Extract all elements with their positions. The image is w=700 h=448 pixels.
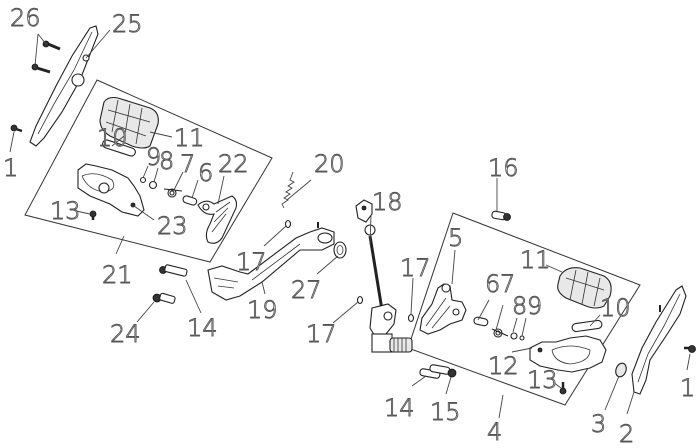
label-19: 19: [247, 296, 278, 324]
footpeg-bracket-22: [197, 195, 238, 244]
label-14-left: 14: [187, 314, 218, 342]
label-26: 26: [10, 4, 41, 32]
circlip-17-upper: [284, 219, 292, 229]
shift-lever-18: [355, 199, 413, 353]
label-23: 23: [157, 212, 188, 240]
label-7-right: 7: [500, 270, 515, 298]
callout-labels: 26 25 1 10 11 9 8 7 6 22 13 23 21 20 17 …: [3, 4, 696, 448]
label-15: 15: [430, 398, 461, 426]
label-11-left: 11: [174, 124, 205, 152]
footrest-bracket-left: [29, 25, 99, 147]
label-24: 24: [110, 320, 141, 348]
label-17-upper: 17: [236, 248, 267, 276]
return-spring-20: [281, 171, 295, 209]
label-16: 16: [488, 154, 519, 182]
footpeg-bracket-5: [419, 283, 467, 335]
label-2: 2: [619, 420, 634, 448]
label-6-left: 6: [198, 159, 213, 187]
spring-7-left: [163, 188, 183, 198]
bolt-16: [491, 210, 511, 221]
label-10-right: 10: [600, 294, 631, 322]
label-17-lower: 17: [306, 320, 337, 348]
label-8-right: 8: [512, 292, 527, 320]
footpeg-23-left: [77, 163, 145, 217]
pin-6-left: [182, 195, 198, 206]
label-22: 22: [218, 150, 249, 178]
assembly-frame-4: [407, 212, 641, 406]
label-4: 4: [487, 418, 502, 446]
washer-8-left: [148, 180, 158, 190]
label-25: 25: [112, 10, 143, 38]
footpeg-12-right: [529, 335, 607, 373]
brake-pedal-19: [207, 222, 335, 301]
label-14-right: 14: [384, 394, 415, 422]
label-8-left: 8: [159, 147, 174, 175]
label-27: 27: [291, 276, 322, 304]
label-3: 3: [591, 410, 606, 438]
clip-9-left: [139, 176, 147, 184]
assembly-frame-21: [24, 79, 273, 263]
washer-3: [615, 362, 627, 378]
label-17-right: 17: [400, 254, 431, 282]
label-11-right: 11: [520, 246, 551, 274]
label-7-left: 7: [180, 150, 195, 178]
label-13-left: 13: [50, 197, 81, 225]
label-9-left: 9: [146, 143, 161, 171]
footpeg-rubber-11-left: [99, 96, 159, 149]
bolt-1-left: [10, 124, 23, 133]
bolt-24: [152, 292, 176, 304]
label-9-right: 9: [527, 292, 542, 320]
bolt-13-left: [89, 210, 97, 220]
label-21: 21: [102, 261, 133, 289]
label-10-left: 10: [97, 124, 128, 152]
circlip-17-lower: [356, 295, 364, 305]
label-20: 20: [314, 150, 345, 178]
footpeg-rubber-11-right: [557, 267, 612, 309]
plate-10-right: [571, 319, 603, 333]
label-12: 12: [488, 352, 519, 380]
label-1-left: 1: [3, 154, 18, 182]
bolt-1-right: [684, 345, 696, 353]
label-13-right: 13: [527, 366, 558, 394]
clip-9-right: [519, 335, 525, 341]
bolt-26-lower: [31, 63, 51, 74]
plate-10-left: [102, 139, 136, 157]
bolt-13-right: [559, 382, 567, 395]
label-18: 18: [372, 188, 403, 216]
circlip-17-right: [407, 313, 415, 323]
washer-27: [333, 241, 347, 259]
bolt-15: [429, 364, 457, 378]
label-5: 5: [448, 224, 463, 252]
bolt-26-upper: [42, 40, 61, 51]
washer-8-right: [510, 332, 518, 340]
label-1-right: 1: [680, 374, 695, 402]
leader-lines: [9, 29, 691, 419]
spring-7-right: [491, 328, 509, 338]
footrest-bracket-right: [631, 285, 687, 395]
pivot-bolt-14-left: [159, 264, 188, 277]
label-6-right: 6: [485, 270, 500, 298]
pin-6-right: [473, 316, 489, 327]
